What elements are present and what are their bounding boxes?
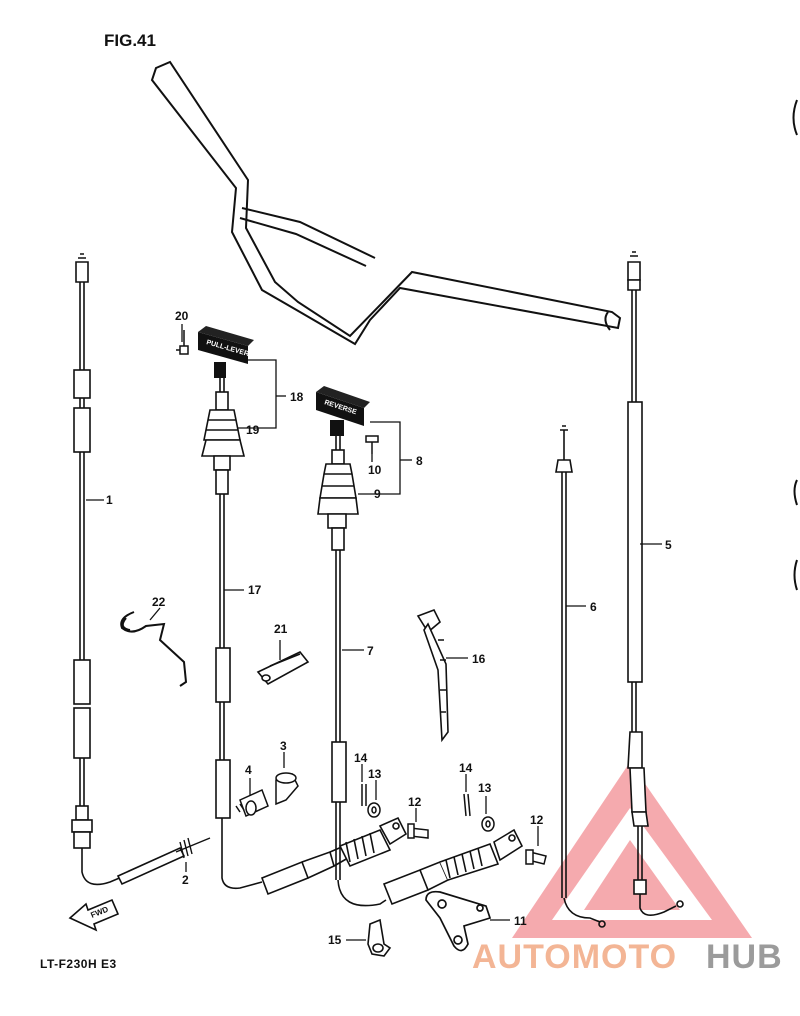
label-part-13b: 13	[478, 781, 492, 795]
pin-14b	[463, 793, 471, 817]
figure-title: FIG.41	[104, 31, 156, 50]
leader-lines	[86, 324, 662, 941]
label-part-19: 19	[246, 423, 260, 437]
label-part-14b: 14	[459, 761, 473, 775]
label-part-12a: 12	[408, 795, 422, 809]
label-part-14a: 14	[354, 751, 368, 765]
watermark-text-main: AUTOMOTO	[472, 938, 677, 976]
label-part-3: 3	[280, 739, 287, 753]
cable-6	[555, 425, 606, 928]
reverse-knob-8: REVERSE	[316, 386, 370, 436]
label-part-13a: 13	[368, 767, 382, 781]
spring-4	[235, 788, 269, 818]
label-part-11: 11	[514, 914, 527, 928]
label-part-7: 7	[367, 644, 374, 658]
label-part-12b: 12	[530, 813, 544, 827]
cable-7	[317, 436, 524, 907]
label-part-1: 1	[106, 493, 113, 507]
watermark-logo-icon	[512, 762, 752, 938]
watermark: AUTOMOTO HUB	[472, 938, 783, 976]
forward-direction-arrow-icon: FWD	[68, 898, 120, 932]
label-part-4: 4	[245, 763, 252, 777]
label-part-5: 5	[665, 538, 672, 552]
label-part-17: 17	[248, 583, 262, 597]
cable-1	[71, 253, 186, 886]
label-part-21: 21	[274, 622, 288, 636]
label-part-20: 20	[175, 309, 189, 323]
handlebar	[150, 60, 622, 346]
label-part-8: 8	[416, 454, 423, 468]
actuator-upper	[338, 816, 408, 868]
label-part-16: 16	[472, 652, 486, 666]
pull-lever-knob-18: PULL-LEVER	[198, 326, 254, 378]
wire-clip-22	[120, 611, 188, 687]
bracket-11	[425, 890, 492, 952]
model-label: LT-F230H E3	[40, 957, 117, 971]
spring-2	[175, 837, 211, 859]
label-part-18: 18	[290, 390, 304, 404]
label-part-22: 22	[152, 595, 166, 609]
edge-marks	[792, 99, 798, 591]
washer-13b	[481, 816, 495, 832]
pin-14a	[361, 784, 367, 806]
part-labels: 1 2 3 4 5 6 7 8 9 10 11 12 12 13 13 14 1…	[106, 309, 672, 947]
screw-10	[365, 435, 379, 454]
screw-20	[176, 330, 189, 355]
cable-5	[627, 251, 684, 916]
label-part-9: 9	[374, 487, 381, 501]
strap-16	[416, 608, 449, 743]
bolt-12a	[407, 823, 429, 839]
label-part-15: 15	[328, 933, 342, 947]
adjuster-3	[275, 772, 299, 806]
watermark-text-accent: HUB	[706, 938, 783, 976]
bracket-21	[256, 651, 310, 686]
washer-13a	[367, 802, 381, 818]
clamp-15	[367, 918, 392, 957]
label-part-10: 10	[368, 463, 382, 477]
cable-17	[200, 378, 349, 896]
label-part-2: 2	[182, 873, 189, 887]
bolt-12b	[525, 849, 547, 865]
label-part-6: 6	[590, 600, 597, 614]
